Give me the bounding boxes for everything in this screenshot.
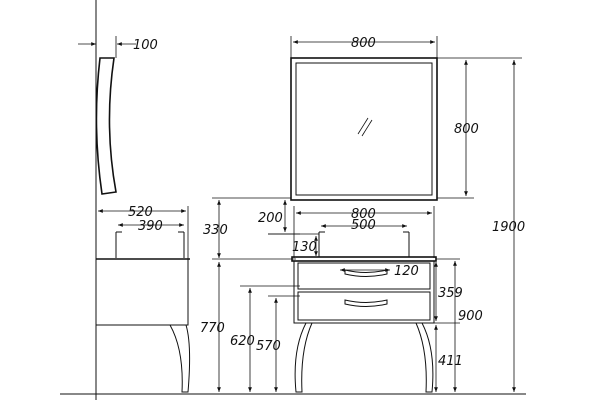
leg-right [415, 322, 434, 393]
dim-drawer: 359 [438, 286, 463, 301]
dim-h570: 570 [256, 339, 281, 354]
mirror-reflection-2 [361, 119, 373, 137]
countertop-front [291, 256, 437, 262]
drawer-top [297, 262, 431, 290]
dim-mirror-width: 800 [351, 36, 376, 51]
dim-h770: 770 [200, 321, 225, 336]
basin-side [115, 231, 185, 258]
basin-front [318, 231, 410, 257]
dim-vanity-depth: 520 [128, 205, 153, 220]
dim-basin-height: 330 [203, 223, 228, 238]
leg-left [294, 322, 313, 393]
dim-leg-height: 411 [438, 354, 463, 369]
side-view: 100 520 390 [60, 0, 210, 400]
dim-total-height: 1900 [492, 220, 525, 235]
cabinet-side [95, 258, 189, 326]
drawer-bottom [297, 291, 431, 321]
cabinet-front [293, 260, 435, 324]
dim-handle: 120 [394, 264, 419, 279]
dim-basin-inner: 130 [292, 240, 317, 255]
mirror-side-profile [95, 57, 117, 195]
dim-basin-depth: 390 [138, 219, 163, 234]
dim-cabinet-height: 900 [458, 309, 483, 324]
dim-h620: 620 [230, 334, 255, 349]
mirror-frame-outer [290, 57, 438, 201]
leg-side [169, 324, 191, 393]
drawer-bottom-handle [344, 299, 388, 307]
mirror-reflection-1 [357, 117, 369, 135]
dim-top-width: 800 [351, 207, 376, 222]
dim-mirror-height: 800 [454, 122, 479, 137]
front-view: 800 800 1900 200 330 800 500 130 [200, 36, 526, 395]
dim-basin-width: 500 [351, 218, 376, 233]
dim-gap-mirror: 200 [258, 211, 283, 226]
drawer-top-handle [344, 269, 388, 277]
dim-mirror-depth: 100 [133, 38, 158, 53]
mirror-frame-inner [295, 62, 433, 196]
